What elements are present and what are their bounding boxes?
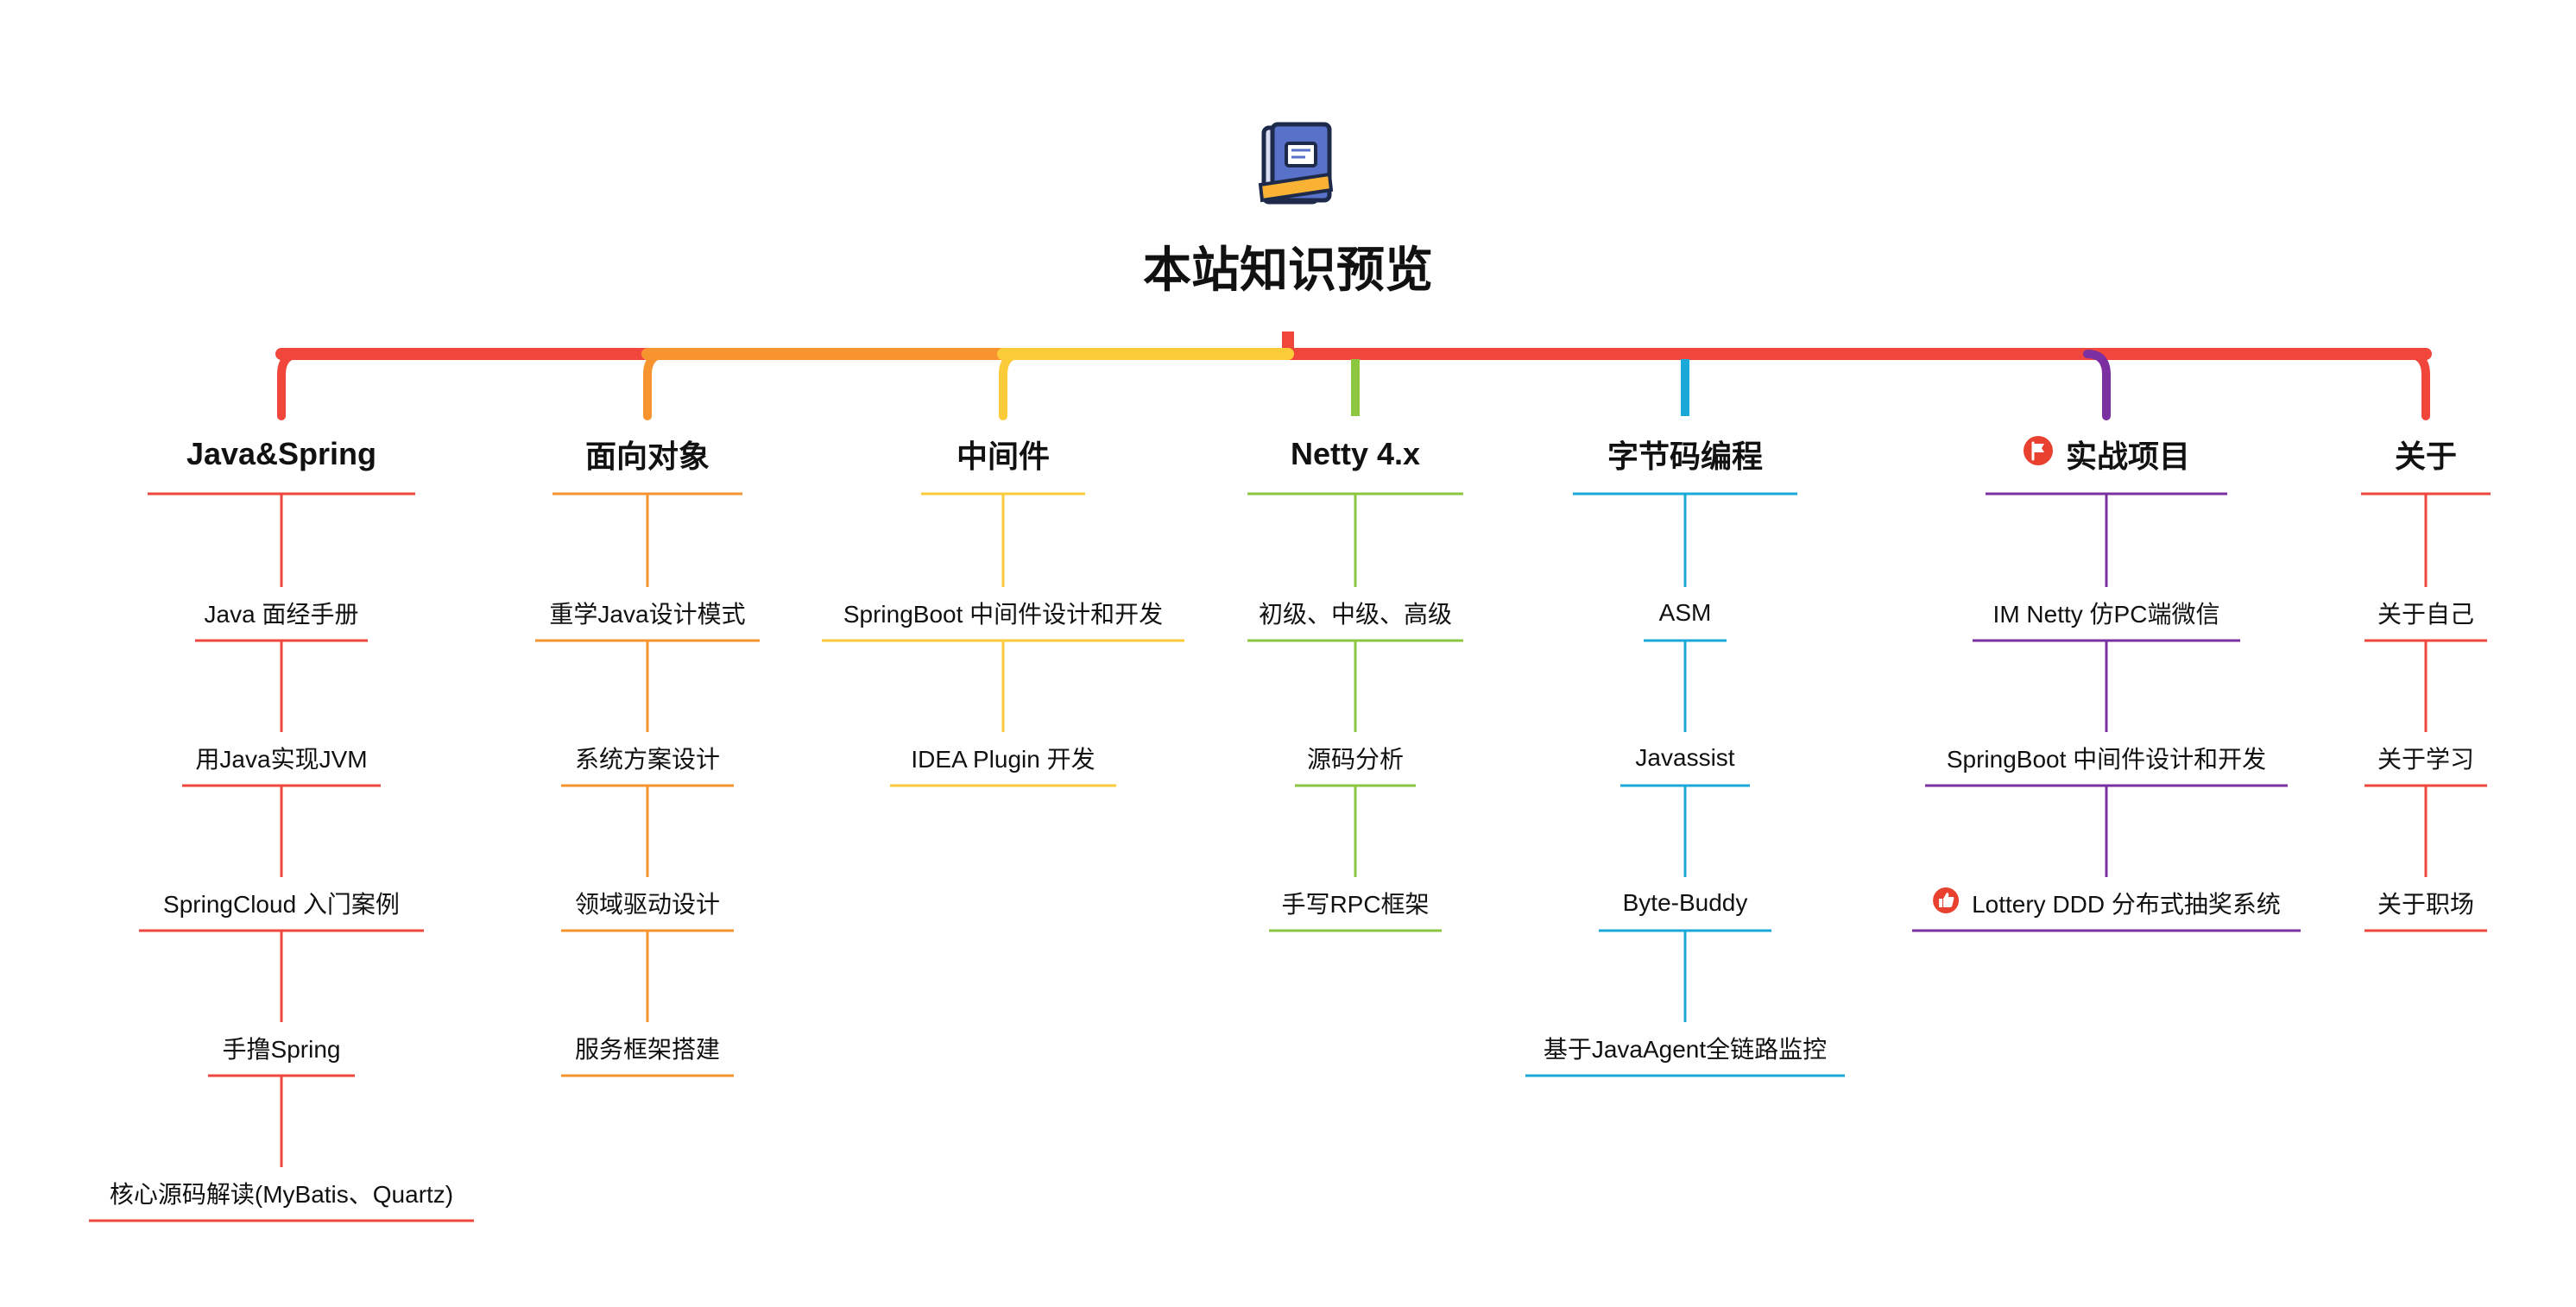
leaf-node[interactable]: Byte-Buddy	[1623, 889, 1748, 917]
leaf-node[interactable]: 重学Java设计模式	[549, 596, 745, 630]
leaf-label: Java 面经手册	[204, 601, 359, 628]
leaf-node[interactable]: SpringBoot 中间件设计和开发	[1947, 741, 2266, 775]
branch-label: 关于	[2394, 439, 2458, 474]
branch-node[interactable]: Netty 4.x	[1291, 436, 1420, 472]
leaf-node[interactable]: Lottery DDD 分布式抽奖系统	[1932, 886, 2281, 920]
book-icon	[1257, 121, 1335, 218]
leaf-node[interactable]: 核心源码解读(MyBatis、Quartz)	[110, 1176, 453, 1210]
leaf-label: IDEA Plugin 开发	[911, 746, 1095, 773]
branch-node[interactable]: Java&Spring	[186, 436, 376, 472]
leaf-node[interactable]: SpringCloud 入门案例	[163, 886, 400, 920]
leaf-label: SpringCloud 入门案例	[163, 891, 400, 918]
leaf-label: SpringBoot 中间件设计和开发	[843, 601, 1164, 628]
leaf-label: 领域驱动设计	[574, 891, 721, 918]
leaf-node[interactable]: 领域驱动设计	[575, 886, 720, 920]
leaf-node[interactable]: 手撸Spring	[223, 1031, 341, 1065]
leaf-node[interactable]: 关于学习	[2377, 741, 2474, 775]
branch-label: 面向对象	[584, 439, 710, 474]
leaf-node[interactable]: 用Java实现JVM	[195, 741, 367, 775]
leaf-label: IM Netty 仿PC端微信	[1992, 601, 2220, 628]
leaf-label: 用Java实现JVM	[195, 746, 368, 773]
leaf-label: 系统方案设计	[574, 746, 721, 773]
leaf-node[interactable]: ASM	[1659, 599, 1712, 627]
leaf-label: 重学Java设计模式	[549, 601, 746, 628]
leaf-label: Javassist	[1635, 744, 1735, 771]
leaf-node[interactable]: 基于JavaAgent全链路监控	[1544, 1031, 1827, 1065]
leaf-node[interactable]: 源码分析	[1307, 741, 1404, 775]
leaf-label: Lottery DDD 分布式抽奖系统	[1972, 891, 2281, 918]
branch-node[interactable]: 实战项目	[2023, 432, 2190, 477]
branch-label: 中间件	[956, 439, 1051, 474]
leaf-node[interactable]: SpringBoot 中间件设计和开发	[843, 596, 1163, 630]
leaf-label: ASM	[1658, 599, 1712, 626]
leaf-node[interactable]: 关于职场	[2377, 886, 2474, 920]
leaf-node[interactable]: 关于自己	[2377, 596, 2474, 630]
leaf-label: 关于职场	[2377, 891, 2475, 918]
leaf-node[interactable]: IDEA Plugin 开发	[911, 741, 1095, 775]
branch-node[interactable]: 字节码编程	[1607, 432, 1763, 477]
branch-label: Netty 4.x	[1290, 436, 1421, 471]
page-title: 本站知识预览	[1143, 243, 1433, 297]
flag-icon	[2023, 435, 2054, 474]
leaf-node[interactable]: Java 面经手册	[205, 596, 359, 630]
leaf-label: 手写RPC框架	[1281, 891, 1430, 918]
leaf-label: 服务框架搭建	[574, 1036, 721, 1063]
branch-label: 实战项目	[2065, 439, 2191, 474]
leaf-node[interactable]: 手写RPC框架	[1281, 886, 1429, 920]
branch-label: 字节码编程	[1607, 439, 1764, 474]
leaf-node[interactable]: 服务框架搭建	[575, 1031, 720, 1065]
leaf-label: Byte-Buddy	[1622, 889, 1748, 916]
leaf-label: 基于JavaAgent全链路监控	[1543, 1036, 1828, 1063]
branch-node[interactable]: 关于	[2395, 432, 2457, 477]
leaf-label: 核心源码解读(MyBatis、Quartz)	[109, 1181, 454, 1208]
leaf-label: 关于学习	[2377, 746, 2475, 773]
leaf-label: SpringBoot 中间件设计和开发	[1946, 746, 2267, 773]
leaf-label: 关于自己	[2377, 601, 2475, 628]
leaf-node[interactable]: IM Netty 仿PC端微信	[1993, 596, 2220, 630]
leaf-node[interactable]: 系统方案设计	[575, 741, 720, 775]
branch-node[interactable]: 面向对象	[585, 432, 710, 477]
leaf-node[interactable]: 初级、中级、高级	[1259, 596, 1452, 630]
branch-node[interactable]: 中间件	[957, 432, 1050, 477]
thumbs-up-icon	[1932, 887, 1960, 920]
leaf-node[interactable]: Javassist	[1635, 744, 1734, 772]
leaf-label: 源码分析	[1306, 746, 1405, 773]
branch-label: Java&Spring	[186, 436, 377, 471]
leaf-label: 手撸Spring	[222, 1036, 341, 1063]
leaf-label: 初级、中级、高级	[1258, 601, 1453, 628]
